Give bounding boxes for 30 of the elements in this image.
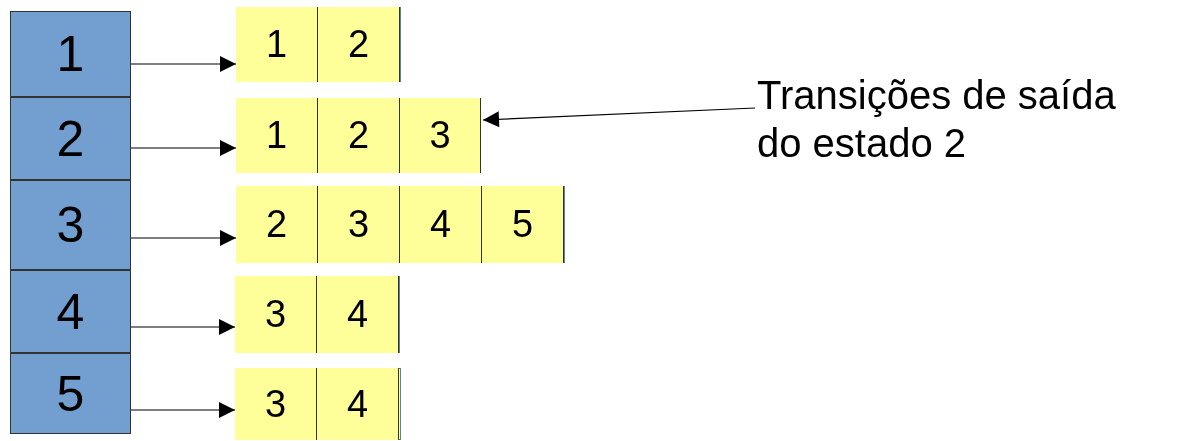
transition-cell: 3 (235, 276, 317, 353)
transition-cell: 2 (318, 7, 400, 82)
transition-cell: 3 (318, 186, 400, 263)
transition-cell: 1 (236, 7, 318, 82)
state-cell: 2 (10, 97, 131, 180)
arrow (130, 402, 236, 418)
transition-list (236, 7, 401, 82)
transition-list (235, 368, 401, 440)
arrow (482, 107, 756, 128)
annotation-text: Transições de saída do estado 2 (757, 66, 1167, 172)
state-cell: 5 (10, 353, 131, 434)
transition-cell: 3 (400, 98, 481, 173)
transition-list (235, 276, 400, 353)
state-cell: 1 (10, 11, 131, 97)
transition-cell: 4 (317, 276, 399, 353)
transition-list (236, 186, 565, 263)
transition-cell: 1 (236, 98, 318, 173)
transition-cell: 2 (236, 186, 318, 263)
transition-cell: 3 (235, 368, 317, 440)
arrow (130, 230, 237, 246)
transition-list (236, 98, 481, 173)
transition-cell: 5 (482, 186, 564, 263)
arrow (130, 319, 236, 335)
arrow (130, 56, 237, 72)
state-cell: 3 (10, 180, 131, 270)
transition-cell: 4 (317, 368, 399, 440)
state-cell: 4 (10, 270, 131, 353)
transition-cell: 4 (400, 186, 482, 263)
arrow (130, 140, 237, 156)
transition-cell: 2 (318, 98, 400, 173)
